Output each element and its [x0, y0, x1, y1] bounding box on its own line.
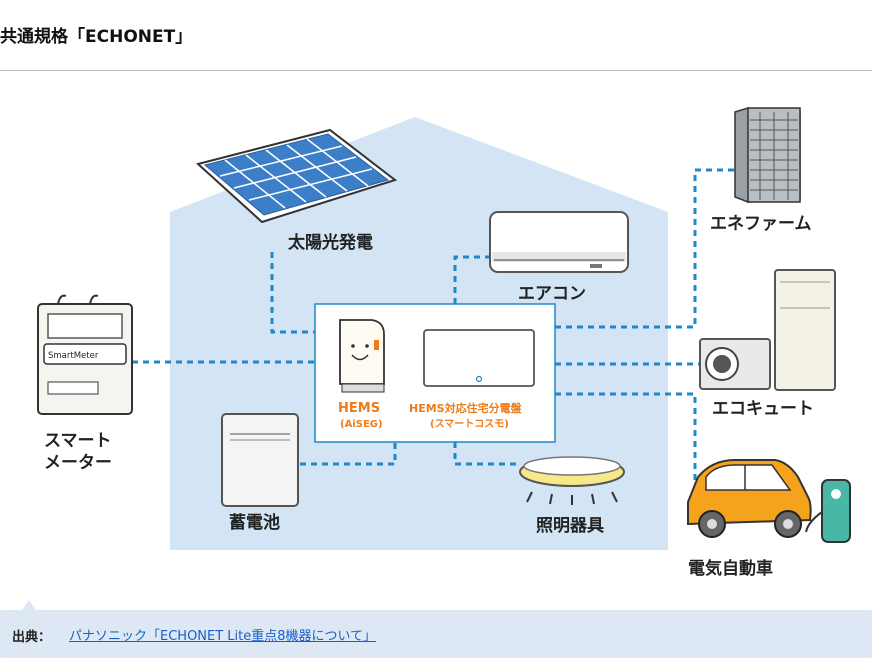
aiseg-controller-icon: [339, 319, 385, 393]
storage-battery-icon: [221, 413, 299, 507]
panel-label: HEMS対応住宅分電盤: [409, 401, 523, 415]
meter-label-line2: メーター: [44, 453, 112, 473]
source-label: 出典：: [12, 630, 52, 645]
hems-label: HEMS: [338, 401, 380, 416]
ecocute-icon: [699, 269, 836, 391]
source-link[interactable]: パナソニック「ECHONET Lite重点8機器について」: [69, 629, 377, 644]
ceiling-light-icon: [519, 456, 625, 505]
connection-lines: [132, 168, 735, 497]
page-title: 共通規格「ECHONET」: [0, 27, 193, 47]
ev-label: 電気自動車: [688, 558, 773, 579]
battery-label: 蓄電池: [229, 512, 280, 533]
solar-panel-icon: [195, 128, 398, 224]
panel-sub-label: (スマートコスモ): [430, 418, 509, 430]
ecocute-label: エコキュート: [712, 399, 814, 419]
meter-text: SmartMeter: [48, 351, 99, 361]
air-conditioner-icon: [489, 211, 629, 273]
hems-hub: HEMS (AiSEG) HEMS対応住宅分電盤 (スマートコスモ): [314, 303, 556, 443]
divider: [0, 70, 872, 71]
source-box: [0, 610, 872, 658]
meter-label-line1: スマート: [44, 431, 112, 451]
enefarm-label: エネファーム: [710, 214, 812, 234]
distribution-panel-icon: [423, 329, 535, 387]
electric-car-icon: [687, 459, 851, 543]
echonet-diagram: 太陽光発電 エアコン エネファーム エコキュート: [37, 107, 851, 579]
lighting-label: 照明器具: [536, 516, 604, 536]
hems-sub-label: (AiSEG): [340, 419, 383, 430]
enefarm-icon: [734, 107, 801, 203]
solar-label: 太陽光発電: [288, 232, 373, 253]
smart-meter-icon: SmartMeter: [37, 294, 133, 415]
aircon-label: エアコン: [518, 284, 586, 304]
source-pointer: [22, 600, 36, 610]
